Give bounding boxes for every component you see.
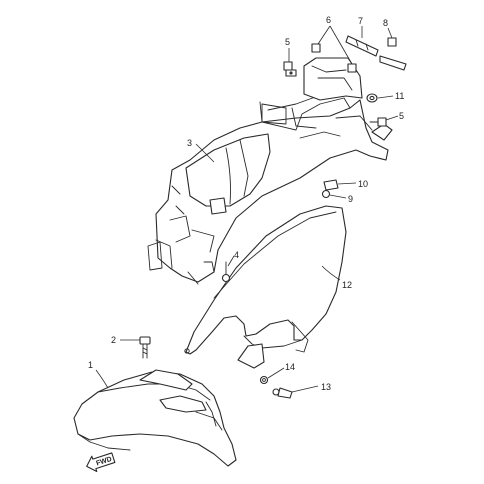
callout-4: 4: [234, 250, 239, 260]
callout-3: 3: [187, 138, 192, 148]
rear-fender-frame-part: [147, 57, 393, 285]
leader-1: [95, 369, 109, 389]
fwd-arrow-icon: FWD: [86, 452, 116, 473]
bolt-5-upper: [283, 61, 297, 77]
leader-6b: [329, 25, 353, 65]
leader-5b: [385, 115, 399, 121]
callout-12: 12: [342, 280, 352, 290]
leader-9: [329, 194, 347, 199]
callout-2: 2: [111, 335, 116, 345]
callout-13: 13: [321, 382, 331, 392]
grommet-11: [366, 93, 378, 103]
bolt-4: [221, 261, 231, 283]
leader-14: [267, 367, 285, 379]
callout-7: 7: [358, 16, 363, 26]
leader-4: [227, 255, 235, 267]
leader-6a: [317, 25, 331, 45]
leader-12: [321, 265, 341, 281]
inner-fender-part: [184, 205, 347, 369]
callout-9: 9: [348, 194, 353, 204]
front-fender-part: [73, 369, 237, 467]
leader-10: [337, 182, 357, 185]
callout-5-right: 5: [399, 111, 404, 121]
bolt-13: [272, 387, 293, 399]
callout-1: 1: [88, 360, 93, 370]
callout-10: 10: [358, 179, 368, 189]
bracket-8: [379, 37, 407, 71]
bracket-7: [345, 35, 379, 57]
callout-5-upper: 5: [285, 37, 290, 47]
washer-14: [259, 375, 269, 385]
bolt-2: [139, 336, 151, 359]
callout-8: 8: [383, 18, 388, 28]
bolt-5-right: [369, 117, 387, 127]
fwd-label: FWD: [95, 456, 112, 468]
leader-11: [377, 95, 394, 99]
leader-8: [387, 27, 393, 39]
callout-11: 11: [395, 91, 404, 101]
nut-9: [321, 189, 331, 199]
callout-14: 14: [285, 362, 295, 372]
washer-10: [323, 179, 339, 191]
callout-6: 6: [326, 15, 331, 25]
leader-13: [291, 385, 319, 393]
leader-3: [195, 143, 215, 163]
